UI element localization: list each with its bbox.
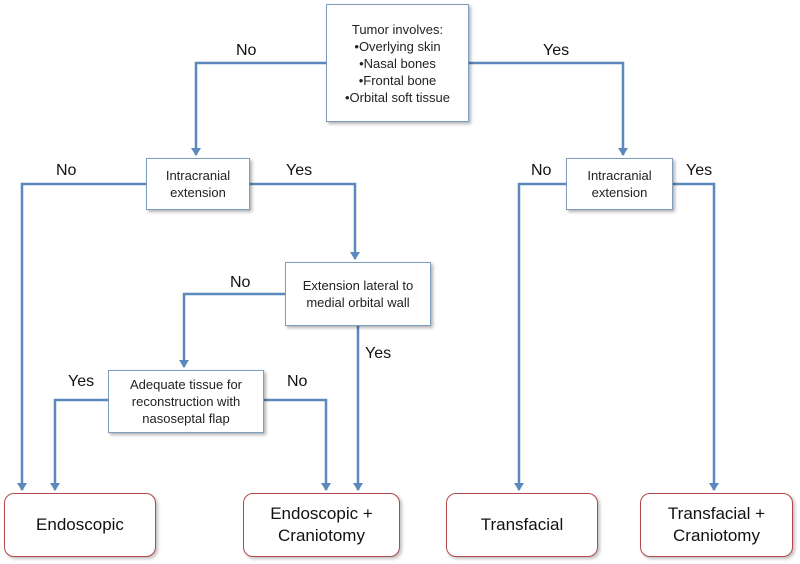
tumor-line-1: Tumor involves: — [351, 21, 444, 37]
intracranial-right-line-1: Intracranial — [587, 168, 652, 183]
tumor-involves-box: Tumor involves: •Overlying skin •Nasal b… — [326, 4, 469, 122]
edge-label-right-intracranial-no: No — [531, 162, 552, 179]
outcome-endoscopic-craniotomy: Endoscopic + Craniotomy — [243, 493, 400, 557]
edge-label-adequate-no: No — [287, 373, 308, 390]
adequate-tissue-line-1: Adequate tissue for — [129, 377, 243, 392]
outcome-transfacial-craniotomy-line-2: Craniotomy — [673, 526, 760, 545]
arrow-tumor-yes — [469, 61, 628, 156]
arrow-left-intracranial-yes — [250, 182, 360, 260]
edge-label-lateral-no: No — [230, 274, 251, 291]
outcome-endoscopic-craniotomy-line-2: Craniotomy — [278, 526, 365, 545]
intracranial-left-line-1: Intracranial — [165, 168, 231, 183]
tumor-line-3: •Nasal bones — [359, 55, 436, 71]
intracranial-extension-left-box: Intracranial extension — [146, 158, 250, 210]
outcome-transfacial-label: Transfacial — [480, 515, 564, 534]
adequate-tissue-line-2: reconstruction with — [131, 394, 241, 409]
edge-label-right-intracranial-yes: Yes — [686, 162, 713, 179]
tumor-line-4: •Frontal bone — [358, 72, 437, 88]
tumor-line-5: •Orbital soft tissue — [345, 89, 450, 105]
adequate-tissue-line-3: nasoseptal flap — [142, 411, 230, 426]
edge-label-tumor-no: No — [236, 42, 257, 59]
intracranial-extension-right-box: Intracranial extension — [566, 158, 673, 210]
intracranial-left-line-2: extension — [170, 185, 226, 200]
edge-label-tumor-yes: Yes — [543, 42, 570, 59]
edge-label-left-intracranial-no: No — [56, 162, 77, 179]
arrow-adequate-no — [264, 398, 331, 491]
arrow-left-intracranial-no — [17, 182, 146, 491]
outcome-transfacial-craniotomy: Transfacial + Craniotomy — [640, 493, 793, 557]
extension-lateral-box: Extension lateral to medial orbital wall — [285, 262, 431, 326]
arrow-right-intracranial-yes — [673, 182, 719, 491]
adequate-tissue-box: Adequate tissue for reconstruction with … — [108, 370, 264, 433]
outcome-endoscopic: Endoscopic — [4, 493, 156, 557]
intracranial-right-line-2: extension — [591, 185, 648, 200]
arrow-lateral-no — [179, 292, 285, 368]
edge-label-left-intracranial-yes: Yes — [286, 162, 313, 179]
tumor-line-2: •Overlying skin — [354, 38, 441, 54]
extension-lateral-line-2: medial orbital wall — [306, 295, 410, 310]
outcome-transfacial: Transfacial — [446, 493, 598, 557]
outcome-endoscopic-label: Endoscopic — [36, 515, 124, 534]
arrow-adequate-yes — [50, 398, 108, 491]
arrow-right-intracranial-no — [514, 182, 566, 491]
edge-label-lateral-yes: Yes — [365, 345, 392, 362]
outcome-transfacial-craniotomy-line-1: Transfacial + — [667, 504, 766, 523]
edge-label-adequate-yes: Yes — [68, 373, 95, 390]
arrow-tumor-no — [191, 61, 326, 156]
outcome-endoscopic-craniotomy-line-1: Endoscopic + — [270, 504, 373, 523]
extension-lateral-line-1: Extension lateral to — [302, 278, 414, 293]
